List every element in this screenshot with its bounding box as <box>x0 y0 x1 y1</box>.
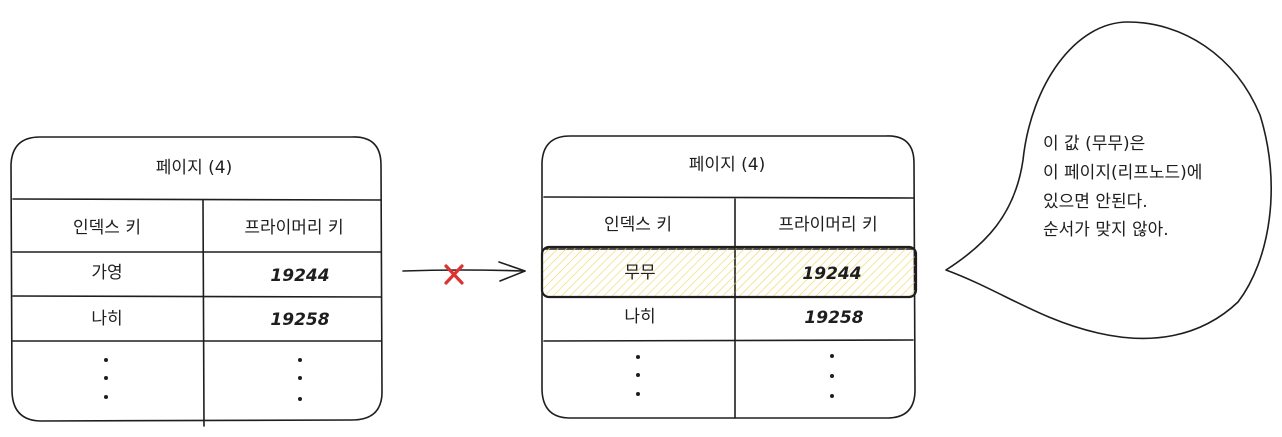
speech-bubble-line-1: 이 값 (무무)은 <box>1043 134 1145 154</box>
right-header-primary-key: 프라이머리 키 <box>778 215 877 235</box>
left-row2-index-key: 나히 <box>91 309 122 329</box>
right-ellipsis-index-col <box>636 355 640 396</box>
left-row1-divider <box>12 295 382 298</box>
left-page-table: 페이지 (4) 인덱스 키 프라이머리 키 가영 19244 나히 19258 <box>10 136 383 427</box>
right-row1-primary-key: 19244 <box>802 264 861 284</box>
left-page-title: 페이지 (4) <box>156 158 232 178</box>
left-ellipsis-pk-col <box>298 358 302 401</box>
left-row2-primary-key: 19258 <box>270 310 329 330</box>
left-page-frame <box>10 136 383 422</box>
arrow-shaft <box>402 269 526 272</box>
right-page-title: 페이지 (4) <box>689 155 765 175</box>
right-row2-primary-key: 19258 <box>804 308 863 328</box>
left-header-index-key: 인덱스 키 <box>73 218 141 238</box>
blocked-x-icon <box>444 264 464 285</box>
speech-bubble-outline <box>945 21 1272 340</box>
speech-bubble: 이 값 (무무)은 이 페이지(리프노드)에 있으면 안된다. 순서가 맞지 않… <box>945 21 1272 340</box>
highlighted-row-border <box>540 245 918 299</box>
left-title-divider <box>12 198 382 201</box>
speech-bubble-line-4: 순서가 맞지 않아. <box>1043 220 1169 240</box>
left-column-divider <box>202 199 205 427</box>
arrow-head-icon <box>498 261 526 282</box>
right-ellipsis-pk-col <box>830 354 834 398</box>
right-row2-divider <box>543 339 914 342</box>
right-title-divider <box>543 196 914 199</box>
right-row2-index-key: 나히 <box>624 307 655 327</box>
speech-bubble-line-2: 이 페이지(리프노드)에 <box>1043 163 1202 183</box>
blocked-arrow <box>402 261 526 285</box>
left-row1-index-key: 가영 <box>91 263 122 283</box>
left-ellipsis-index-col <box>104 358 108 399</box>
left-row1-primary-key: 19244 <box>270 266 329 286</box>
speech-bubble-line-3: 있으면 안된다. <box>1043 192 1148 212</box>
left-header-primary-key: 프라이머리 키 <box>244 218 343 238</box>
right-page-frame <box>541 135 916 419</box>
highlighted-row-fill <box>543 248 915 297</box>
right-page-table: 페이지 (4) 인덱스 키 프라이머리 키 무무 19244 나히 19258 <box>540 135 918 419</box>
right-row1-index-key: 무무 <box>624 263 655 283</box>
right-header-index-key: 인덱스 키 <box>604 215 672 235</box>
